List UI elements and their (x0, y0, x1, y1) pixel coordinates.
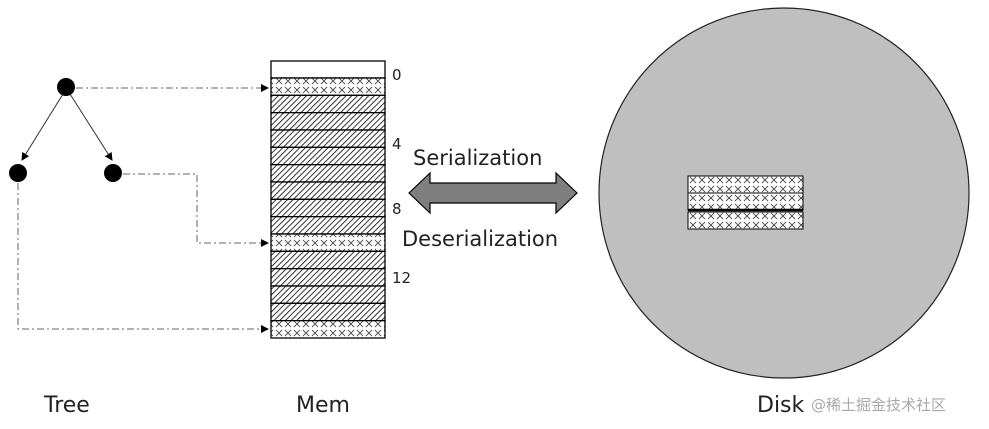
memory-cell-1 (270, 77, 386, 96)
tree-node-right (104, 164, 122, 182)
mem-index-4: 4 (392, 135, 402, 153)
mem-index-8: 8 (392, 200, 402, 218)
tree-node-left (9, 164, 27, 182)
watermark: @稀土掘金技术社区 (811, 396, 946, 414)
deserialization-label: Deserialization (402, 227, 558, 251)
memory-cell-13 (270, 285, 386, 304)
tree-edge-left (21, 93, 64, 161)
serialization-label: Serialization (413, 146, 542, 170)
pointer-right-to-cell-10 (123, 173, 269, 247)
memory-cell-12 (270, 268, 386, 287)
tree-node-root (57, 78, 75, 96)
tree-label: Tree (43, 393, 90, 418)
memory-cell-11 (270, 250, 386, 270)
double-arrow-icon (408, 171, 578, 215)
disk (598, 7, 970, 379)
memory-cell-14 (270, 302, 386, 322)
memory-cell-5 (270, 146, 386, 166)
memory-cell-6 (270, 164, 386, 183)
tree-edge-right (69, 93, 113, 161)
memory-cell-3 (270, 112, 386, 131)
memory-cell-9 (270, 216, 386, 235)
mem-index-12: 12 (392, 269, 411, 287)
disk-block (687, 175, 804, 194)
mem-label: Mem (296, 393, 350, 418)
memory-column (270, 60, 386, 339)
tree (9, 78, 122, 182)
memory-cell-0 (270, 60, 386, 79)
mem-index-0: 0 (392, 66, 402, 84)
memory-cell-2 (270, 94, 386, 114)
pointer-lines (17, 84, 269, 333)
disk-block (687, 192, 804, 211)
disk-label: Disk (757, 393, 805, 418)
disk-block-group (687, 175, 804, 230)
memory-cell-15 (270, 320, 386, 339)
memory-cell-8 (270, 198, 386, 218)
memory-index-labels: 0 4 8 12 (392, 66, 411, 287)
disk-block (687, 211, 804, 230)
pointer-left-to-cell-15 (17, 183, 269, 333)
memory-cell-10 (270, 233, 386, 252)
memory-cell-4 (270, 129, 386, 148)
memory-cell-7 (270, 181, 386, 200)
